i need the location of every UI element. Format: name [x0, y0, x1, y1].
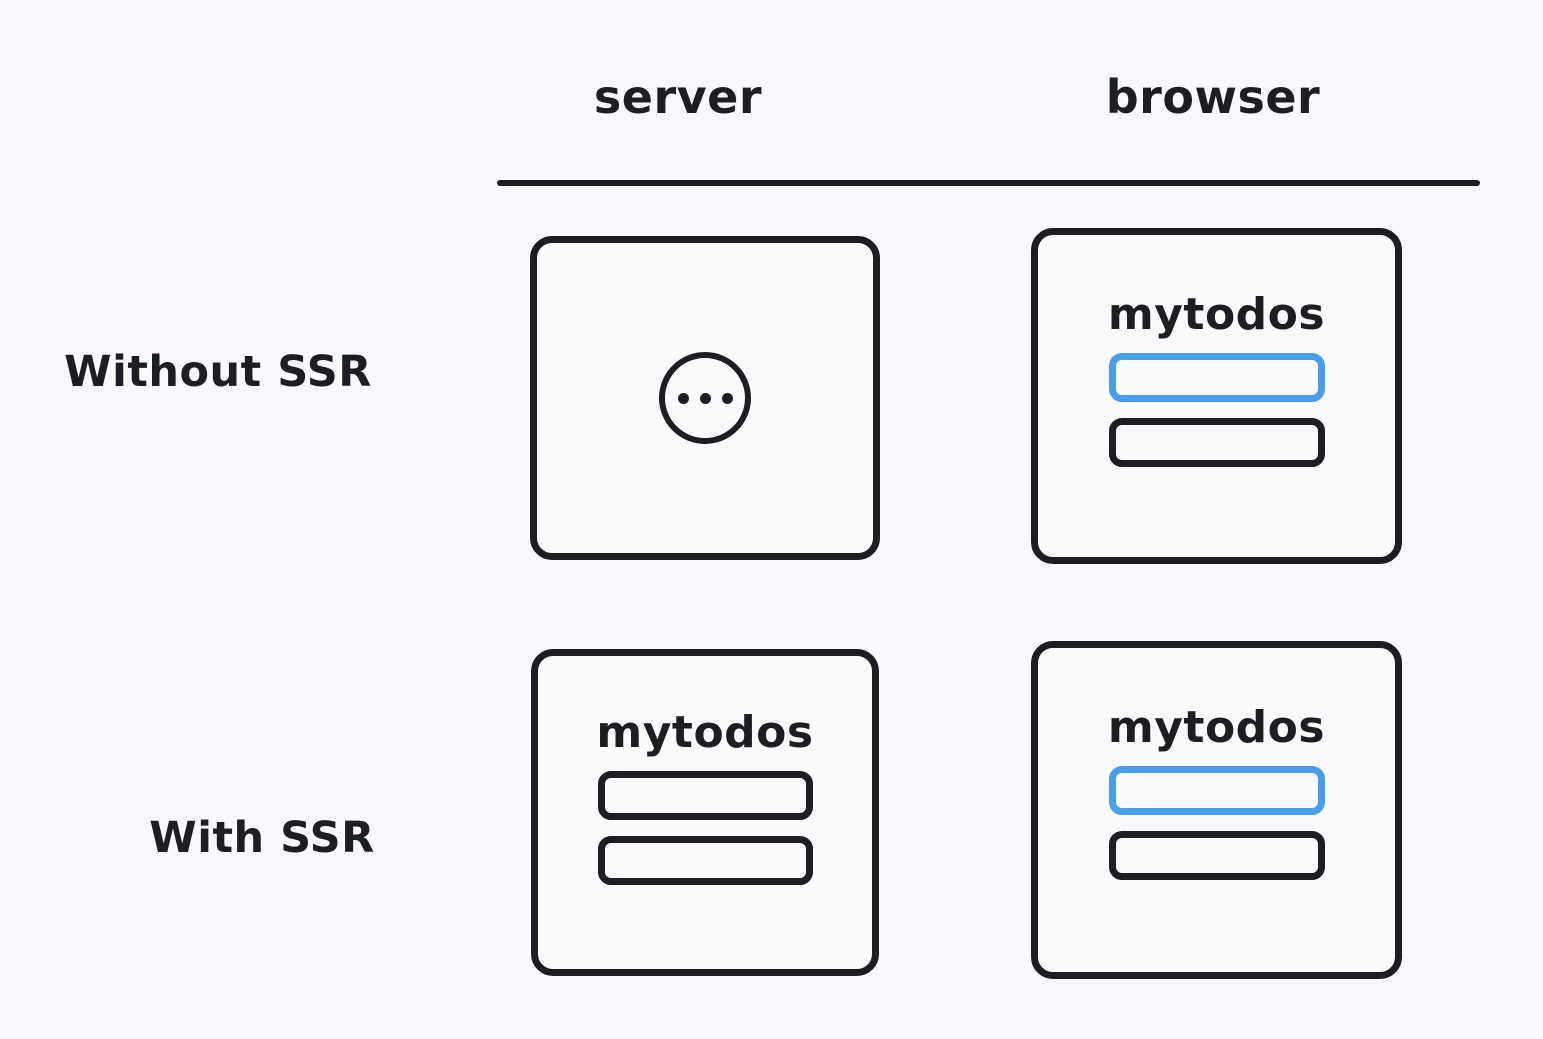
- card-server-without-ssr: [530, 236, 880, 560]
- loading-dot: [699, 392, 711, 404]
- app-title: mytodos: [1107, 702, 1326, 753]
- todo-item[interactable]: [1108, 353, 1325, 402]
- app-mock: mytodos: [1038, 706, 1395, 880]
- row-label-without-ssr: Without SSR: [64, 347, 372, 397]
- card-server-with-ssr: mytodos: [531, 649, 879, 976]
- loading-dot: [677, 392, 689, 404]
- todo-item[interactable]: [597, 771, 813, 820]
- loading-dot: [721, 392, 733, 404]
- todo-list: [1108, 766, 1325, 880]
- app-mock: mytodos: [1038, 293, 1395, 467]
- card-browser-with-ssr: mytodos: [1031, 641, 1402, 979]
- todo-list: [1108, 353, 1325, 467]
- column-header-browser: browser: [1105, 70, 1321, 124]
- todo-list: [597, 771, 813, 885]
- todo-item[interactable]: [1108, 418, 1325, 467]
- loading-indicator: [659, 352, 751, 444]
- todo-item[interactable]: [1108, 766, 1325, 815]
- loading-ellipsis-icon: [659, 352, 751, 444]
- todo-item[interactable]: [1108, 831, 1325, 880]
- app-title: mytodos: [1107, 289, 1326, 340]
- todo-item[interactable]: [597, 836, 813, 885]
- app-mock: mytodos: [538, 711, 872, 885]
- app-title: mytodos: [596, 707, 814, 758]
- row-label-with-ssr: With SSR: [149, 813, 375, 863]
- column-header-server: server: [593, 70, 763, 124]
- card-browser-without-ssr: mytodos: [1031, 228, 1402, 564]
- header-divider-rule: [497, 180, 1480, 186]
